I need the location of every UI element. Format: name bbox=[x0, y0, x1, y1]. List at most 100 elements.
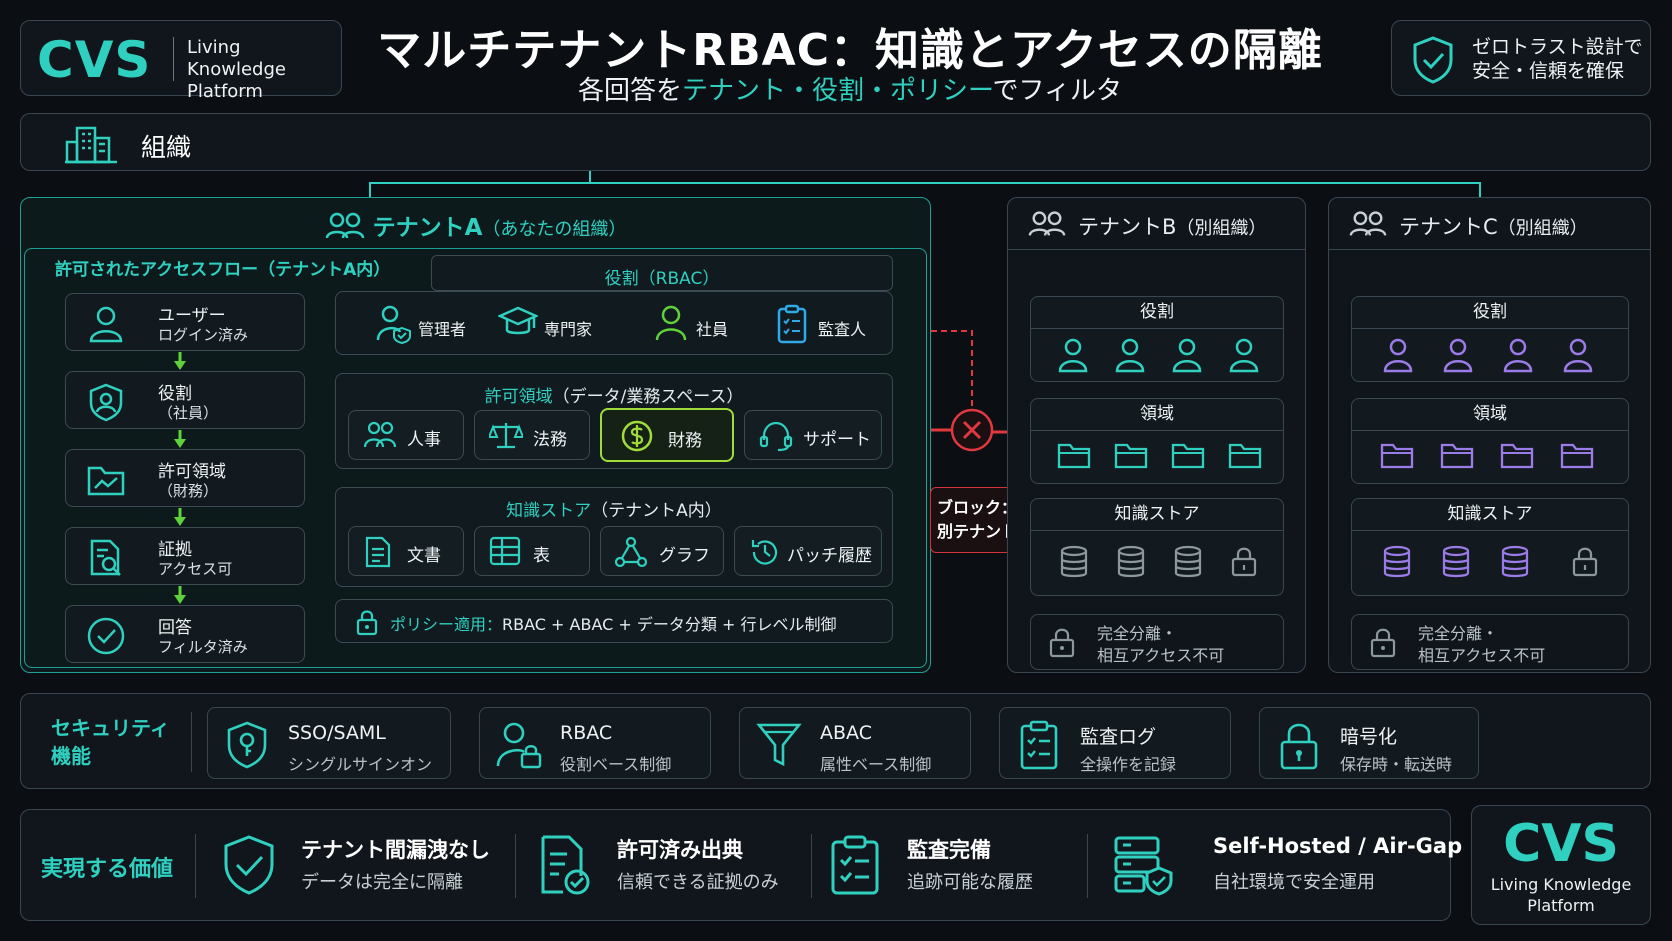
domain-label: 人事 bbox=[407, 430, 441, 450]
user-icon bbox=[1502, 337, 1534, 373]
flow-step-domain: 許可領域 （財務） bbox=[65, 449, 305, 507]
flow-step-line2: フィルタ済み bbox=[158, 638, 248, 656]
security-item-desc: 役割ベース制御 bbox=[560, 755, 672, 774]
roles-panel: 管理者 専門家 社員 監査人 bbox=[335, 291, 893, 355]
user-icon bbox=[1057, 337, 1089, 373]
tenant-c-domains: 領域 bbox=[1351, 398, 1629, 484]
tenant-b-store-title: 知識ストア bbox=[1031, 499, 1283, 531]
role-label: 管理者 bbox=[418, 320, 467, 339]
user-icon bbox=[86, 304, 126, 344]
flow-step-line2: （社員） bbox=[158, 404, 219, 422]
divider bbox=[515, 834, 516, 898]
divider bbox=[195, 834, 196, 898]
tenant-c-store-title: 知識ストア bbox=[1352, 499, 1628, 531]
lock-icon bbox=[1049, 626, 1075, 658]
value-item-desc: データは完全に隔離 bbox=[301, 872, 463, 893]
iso-line1: 完全分離・ bbox=[1097, 624, 1178, 643]
tenant-c-db-icons bbox=[1352, 545, 1628, 585]
iso-line2: 相互アクセス不可 bbox=[1097, 646, 1225, 665]
tenant-b-panel: テナントB（別組織） 役割 領域 知識ストア 完全分離・相互アクセス不可 bbox=[1007, 197, 1306, 673]
subtitle-pre: 各回答を bbox=[578, 76, 683, 106]
tenant-b-domains: 領域 bbox=[1030, 398, 1284, 484]
dollar-icon bbox=[620, 419, 654, 453]
organization-label: 組織 bbox=[141, 133, 192, 162]
flow-step-line2: （財務） bbox=[158, 482, 219, 500]
domains-title-rest: （データ/業務スペース） bbox=[552, 387, 744, 407]
logo-separator bbox=[173, 37, 174, 81]
tenant-c-isolation: 完全分離・相互アクセス不可 bbox=[1351, 614, 1629, 670]
policy-bar: ポリシー適用：RBAC + ABAC + データ分類 + 行レベル制御 bbox=[335, 599, 893, 643]
clipboard-icon bbox=[776, 304, 808, 344]
users-icon bbox=[1028, 210, 1066, 238]
security-item-encryption: 暗号化 保存時・転送時 bbox=[1259, 707, 1479, 779]
store-title: 知識ストア（テナントA内） bbox=[336, 496, 892, 521]
security-heading-line1: セキュリティ bbox=[51, 716, 170, 740]
security-item-desc: 属性ベース制御 bbox=[820, 755, 932, 774]
store-label: パッチ履歴 bbox=[787, 546, 872, 566]
logo-box: CVS Living Knowledge Platform bbox=[20, 20, 342, 102]
value-item-title: 監査完備 bbox=[907, 838, 991, 862]
lock-icon bbox=[1572, 545, 1598, 577]
organization-bar: 組織 bbox=[20, 113, 1651, 171]
flow-arrow bbox=[174, 430, 186, 448]
flow-step-line1: 許可領域 bbox=[158, 462, 226, 482]
security-item-desc: シングルサインオン bbox=[288, 755, 433, 774]
iso-line2: 相互アクセス不可 bbox=[1418, 646, 1546, 665]
lock-icon bbox=[1276, 720, 1322, 770]
role-label: 監査人 bbox=[818, 320, 867, 339]
graph-icon bbox=[615, 536, 647, 568]
shield-check-icon bbox=[221, 834, 277, 896]
tenant-c-store: 知識ストア bbox=[1351, 498, 1629, 596]
footer-logo-line1: Living Knowledge bbox=[1490, 875, 1632, 894]
user-icon bbox=[1442, 337, 1474, 373]
block-line2: 別テナント bbox=[936, 522, 1017, 541]
knowledge-store-panel: 知識ストア（テナントA内） 文書 表 グラフ パッチ履歴 bbox=[335, 487, 893, 587]
flow-step-line1: ユーザー bbox=[158, 306, 226, 326]
value-item-title: Self-Hosted / Air-Gap bbox=[1213, 834, 1463, 858]
tenant-b-title: テナントB（別組織） bbox=[1078, 211, 1266, 241]
user-icon bbox=[1562, 337, 1594, 373]
domains-title-highlight: 許可領域 bbox=[484, 387, 553, 407]
shield-check-icon bbox=[1410, 35, 1456, 85]
lock-icon bbox=[356, 608, 378, 636]
trust-line1: ゼロトラスト設計で bbox=[1472, 36, 1643, 58]
security-heading-line2: 機能 bbox=[51, 744, 91, 768]
tenant-b-header: テナントB（別組織） bbox=[1008, 198, 1305, 250]
tenant-a-sub: （あなたの組織） bbox=[482, 219, 627, 240]
tenant-b-sub: （別組織） bbox=[1176, 218, 1267, 239]
lock-icon bbox=[1370, 626, 1396, 658]
users-icon bbox=[325, 212, 364, 239]
domain-support: サポート bbox=[744, 410, 882, 460]
tenant-c-title: テナントC（別組織） bbox=[1399, 211, 1588, 241]
role-shield-icon bbox=[86, 382, 126, 422]
flow-step-line2: アクセス可 bbox=[158, 560, 233, 578]
folder-icon bbox=[1171, 439, 1205, 471]
security-item-title: 暗号化 bbox=[1340, 726, 1398, 748]
doc-check-icon bbox=[537, 834, 593, 896]
evidence-search-icon bbox=[86, 538, 126, 578]
policy-highlight: ポリシー適用： bbox=[390, 615, 503, 634]
tenant-c-header: テナントC（別組織） bbox=[1329, 198, 1650, 250]
store-label: グラフ bbox=[659, 546, 710, 566]
key-shield-icon bbox=[224, 720, 270, 770]
folder-icon bbox=[1114, 439, 1148, 471]
user-icon bbox=[1114, 337, 1146, 373]
store-graph: グラフ bbox=[600, 526, 724, 576]
tenant-b-role-icons bbox=[1031, 337, 1283, 377]
security-heading: セキュリティ機能 bbox=[51, 714, 170, 770]
people-icon bbox=[363, 420, 397, 450]
check-circle-icon bbox=[86, 616, 126, 656]
tenant-b-folder-icons bbox=[1031, 439, 1283, 479]
store-documents: 文書 bbox=[348, 526, 464, 576]
security-item-desc: 全操作を記録 bbox=[1080, 755, 1177, 774]
history-icon bbox=[749, 536, 781, 568]
footer-logo-text: CVS bbox=[1503, 814, 1619, 874]
database-icon bbox=[1116, 545, 1146, 579]
security-item-title: 監査ログ bbox=[1080, 726, 1157, 748]
folder-icon bbox=[1228, 439, 1262, 471]
footer-logo-line2: Platform bbox=[1527, 896, 1595, 915]
domain-label: サポート bbox=[803, 430, 871, 450]
tenant-b-store: 知識ストア bbox=[1030, 498, 1284, 596]
zero-trust-box: ゼロトラスト設計で 安全・信頼を確保 bbox=[1391, 20, 1651, 96]
security-item-title: RBAC bbox=[560, 722, 613, 744]
